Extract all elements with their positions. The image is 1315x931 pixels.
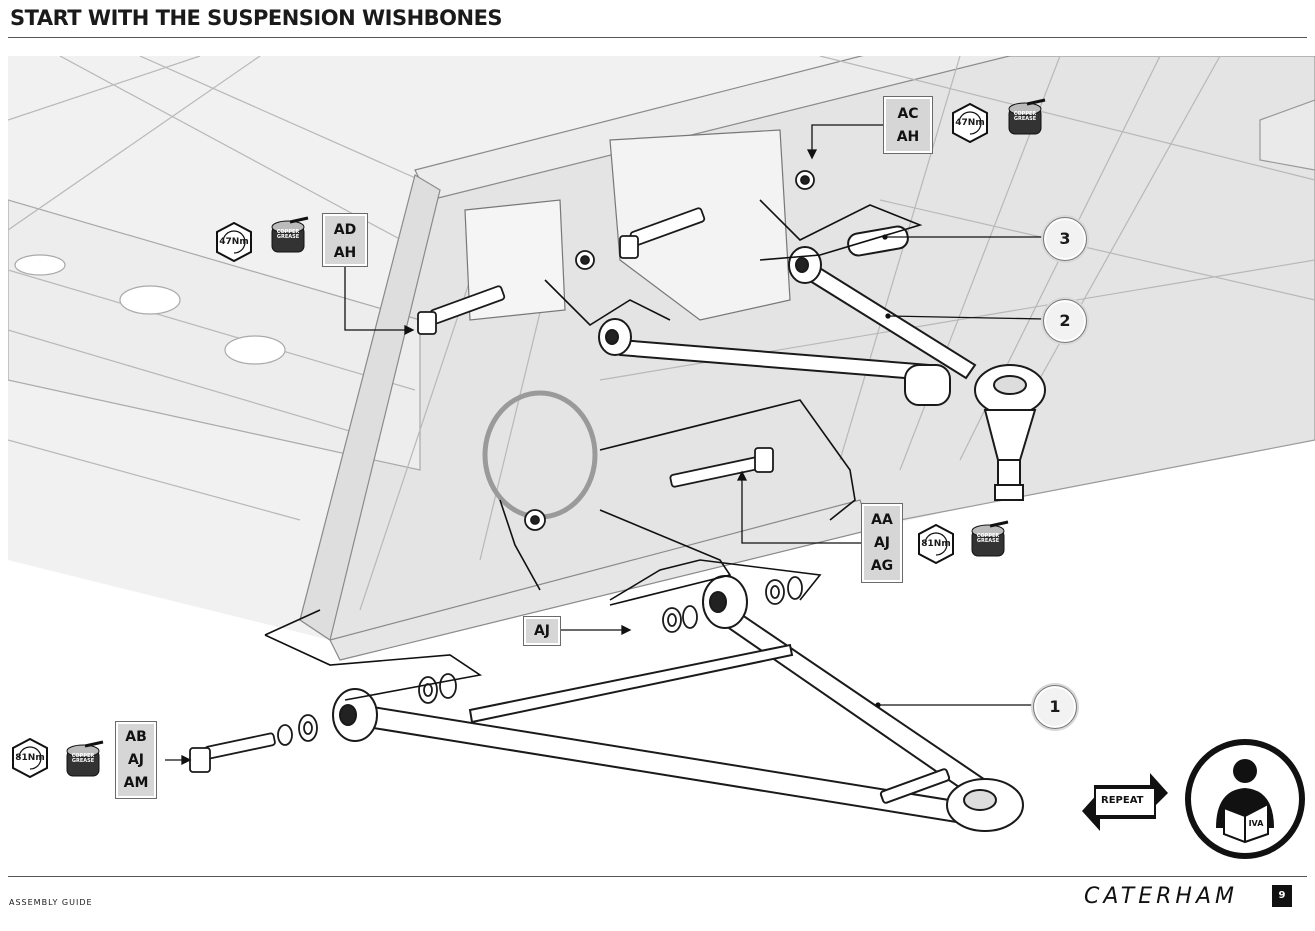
copper-grease-icon: COPPER GREASE [266,216,310,256]
page-number: 9 [1272,885,1292,907]
grease-label: COPPER GREASE [1013,111,1037,122]
code-ac: AC [897,106,919,122]
callout-3: 3 [1043,217,1087,261]
leader-arrows [165,124,1046,766]
repeat-icon [1082,773,1168,831]
torque-value: 81Nm [921,539,951,549]
torque-value: 47Nm [219,237,249,247]
copper-grease-icon: COPPER GREASE [61,740,105,780]
code-aj: AJ [533,623,551,639]
torque-wrench-icon: 81Nm [916,523,956,565]
code-box-ac-ah: AC AH [883,96,933,154]
code-box-ab-aj-am: AB AJ AM [115,721,157,799]
upper-bolts [417,170,815,335]
grease-label: COPPER GREASE [976,533,1000,544]
callout-2: 2 [1043,299,1087,343]
code-am: AM [123,775,149,791]
grease-label: COPPER GREASE [71,753,95,764]
title-divider [8,37,1307,38]
grease-label: COPPER GREASE [276,229,300,240]
lower-bolts [189,447,803,773]
upper-wishbone [598,225,1046,501]
code-aj: AJ [127,752,145,768]
code-ad: AD [333,222,357,238]
page-title: START WITH THE SUSPENSION WISHBONES [10,6,503,30]
copper-grease-icon: COPPER GREASE [966,520,1010,560]
code-ah: AH [333,245,357,261]
iva-reader-icon: IVA [1185,739,1305,859]
guide-lines [264,199,923,701]
code-ag: AG [870,558,894,574]
torque-value: 81Nm [15,753,45,763]
torque-wrench-icon: 81Nm [10,737,50,779]
code-box-ad-ah: AD AH [322,213,368,267]
code-box-aj: AJ [523,616,561,646]
torque-wrench-icon: 47Nm [950,102,990,144]
torque-wrench-icon: 47Nm [214,221,254,263]
brand-logo: CATERHAM [1084,884,1239,909]
footer-divider [8,876,1307,877]
iva-label: IVA [1249,819,1265,828]
repeat-label: REPEAT [1101,795,1144,806]
copper-grease-icon: COPPER GREASE [1003,98,1047,138]
code-box-aa-aj-ag: AA AJ AG [861,503,903,583]
lower-wishbone [332,575,1024,832]
chassis-frame [8,56,1315,661]
code-aa: AA [871,512,893,528]
code-ah: AH [896,129,920,145]
torque-value: 47Nm [955,118,985,128]
footer-guide-label: ASSEMBLY GUIDE [9,898,93,907]
callout-1: 1 [1033,685,1077,729]
code-ab: AB [125,729,147,745]
code-aj: AJ [873,535,891,551]
